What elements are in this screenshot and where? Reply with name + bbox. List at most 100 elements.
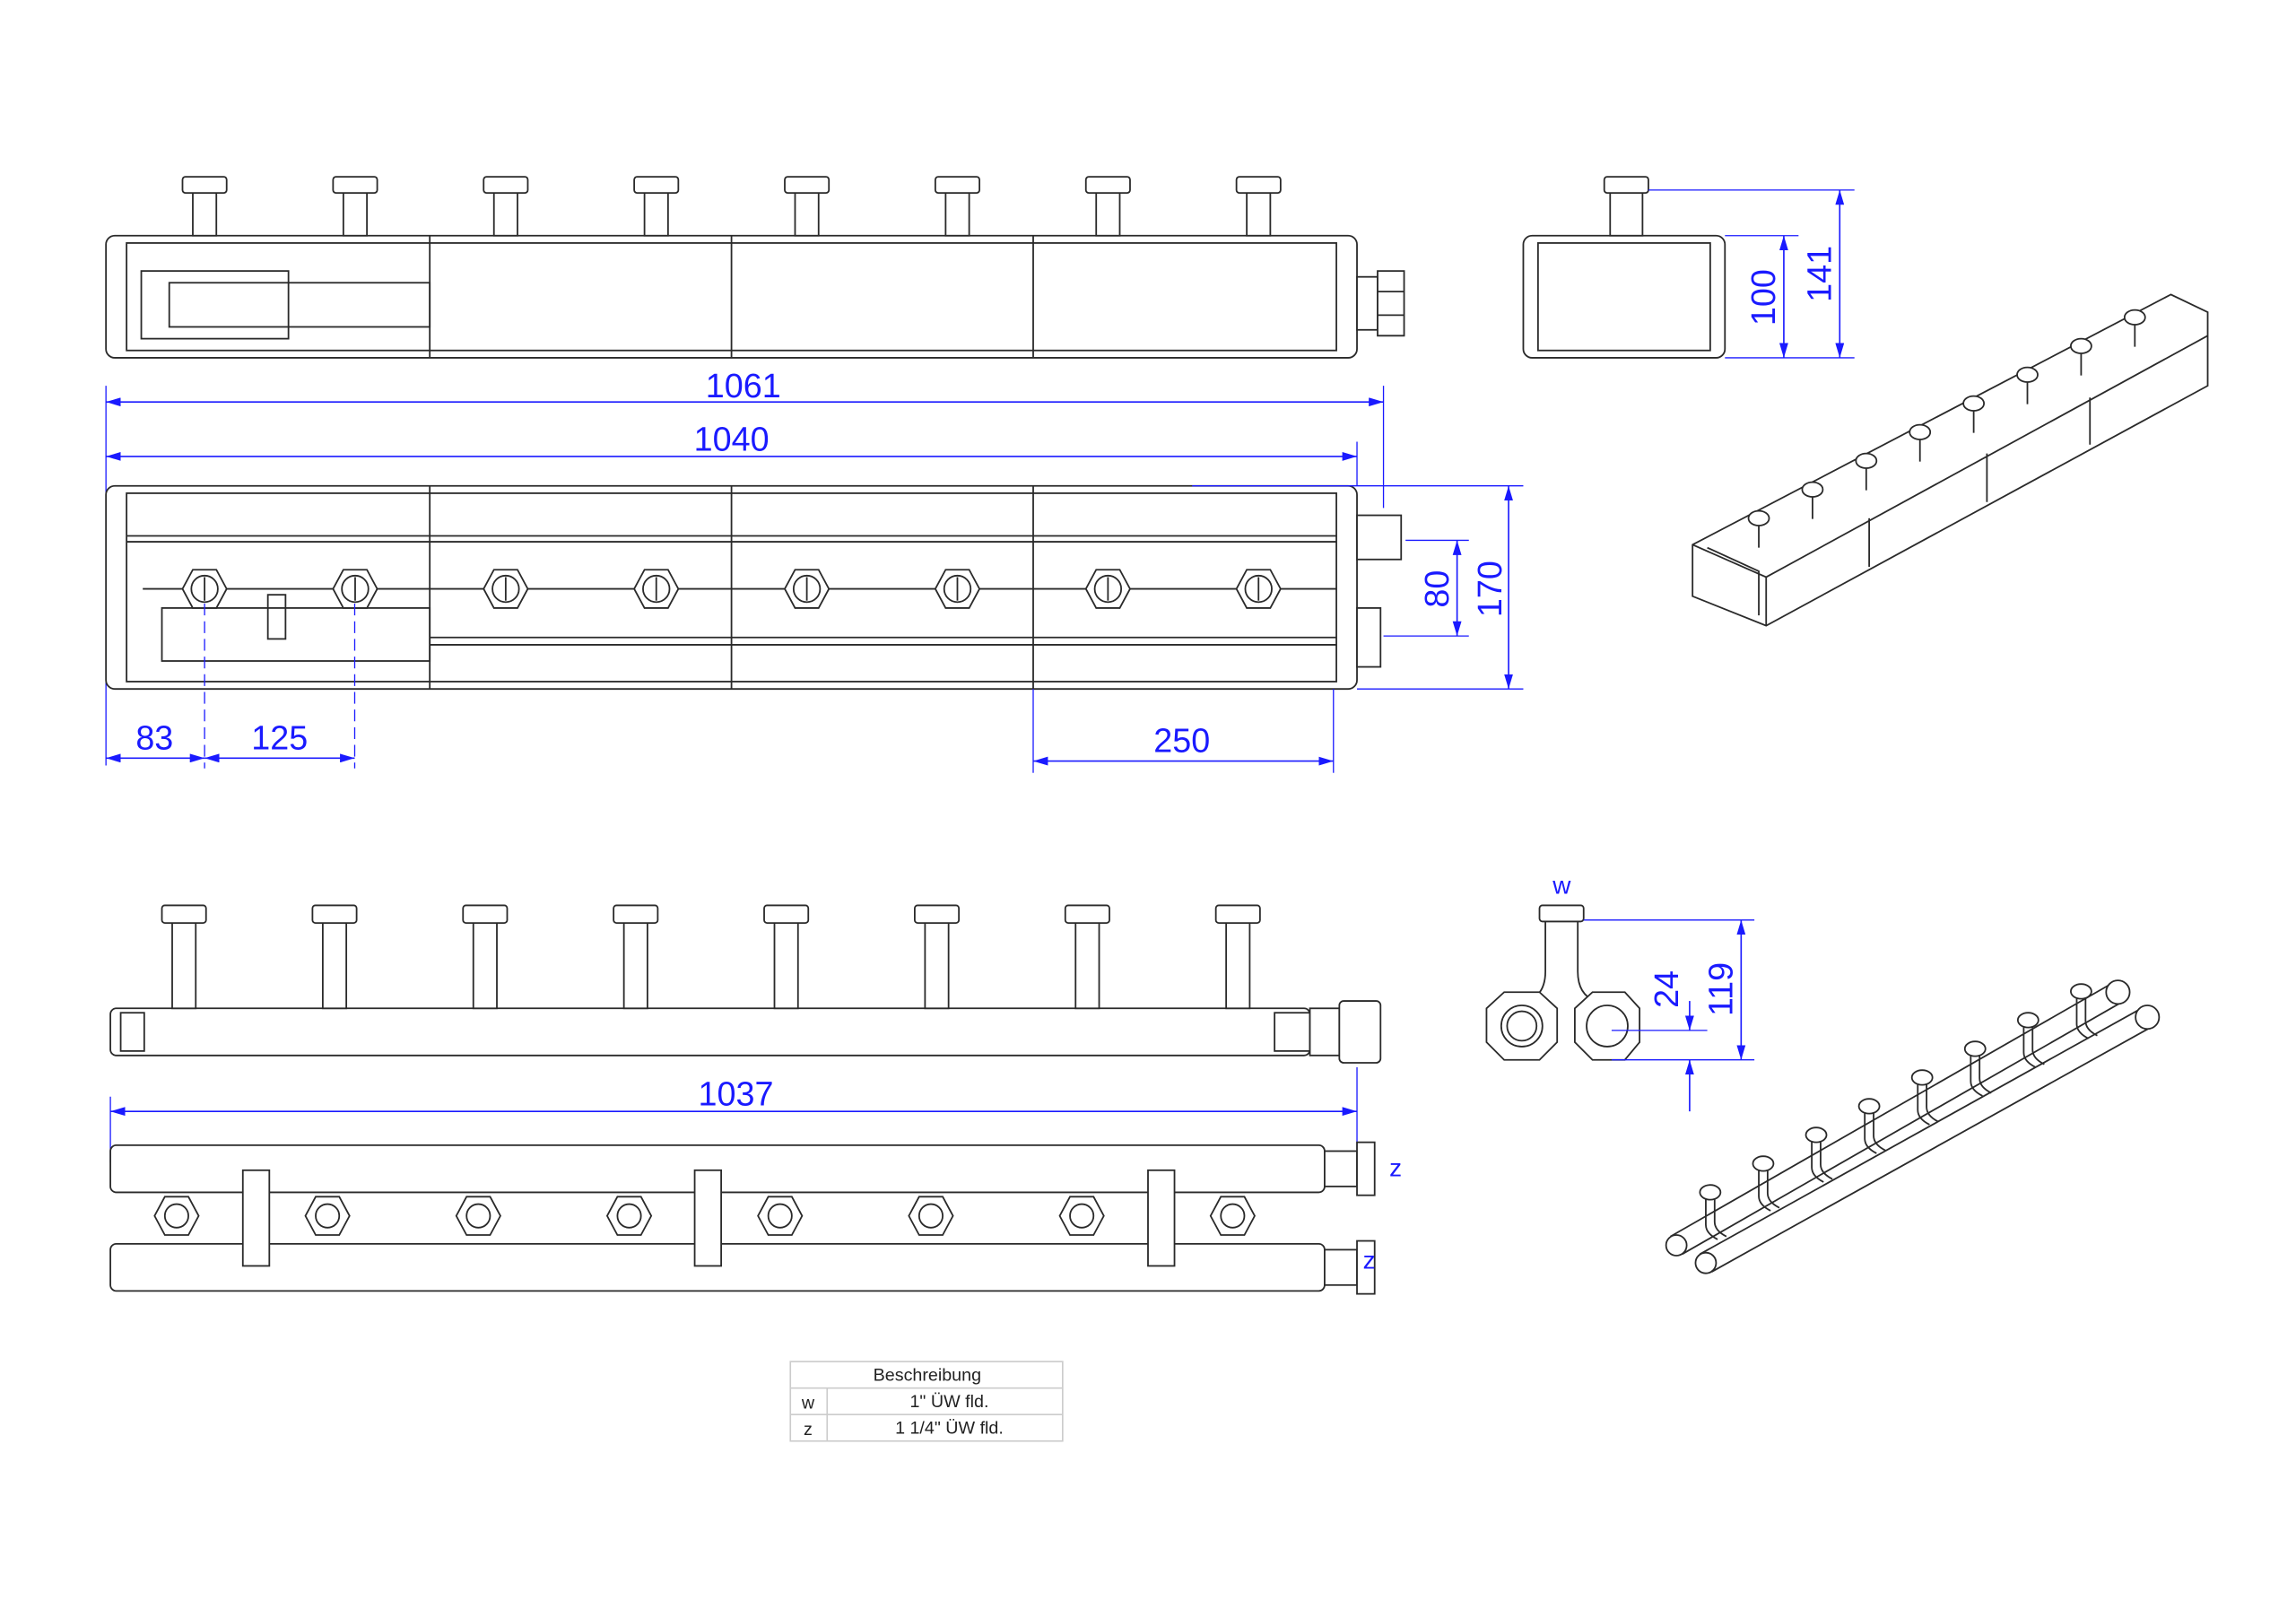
dimension-119: 119 [1701,962,1739,1016]
outlet-bore [943,574,972,604]
iso-manifold-outlet [1963,1040,1992,1097]
hex-nut-icon [1909,423,1932,440]
hex-nut-icon [1857,1098,1881,1115]
hex-nut-icon [1747,509,1770,526]
dimension-170: 170 [1471,561,1509,617]
outlet-bore [642,574,671,604]
iso-outlets [1747,309,2146,548]
hex-nut-icon [605,1196,653,1236]
stud-stem [342,192,369,237]
stud-stem [1074,922,1100,1010]
dimension-125: 125 [251,718,308,756]
outlet-stud [633,176,680,237]
dimension-section-length: 250 [1032,689,1335,773]
manifold-stud [1214,904,1261,1010]
dimension-100: 100 [1744,269,1782,326]
hex-nut-icon [462,904,509,925]
manifold-nut [304,1196,351,1236]
label-z-supply: z [1389,1153,1402,1181]
hex-nut-icon [1214,904,1261,925]
dimension-1040: 1040 [694,420,770,457]
manifold-outlet-nuts [153,1196,1256,1236]
outlet-bore [792,574,822,604]
hex-nut-icon [2123,309,2146,326]
hex-nut-icon [1962,395,1986,412]
hex-nut-icon [311,904,358,925]
hex-nut-icon [1855,452,1878,469]
top-view-insulated [105,176,1405,359]
dimension-83: 83 [135,718,173,756]
stud-stem [492,192,518,237]
front-view-insulated [105,484,1403,691]
stud-stem [622,922,648,1010]
iso-manifold-outlets [1699,983,2098,1240]
hex-nut-icon [2070,983,2092,1000]
iso-outlet [2123,309,2146,347]
outlet-bore [616,1203,642,1229]
hex-nut-icon [2016,1012,2039,1029]
hex-nut-icon [455,1196,501,1236]
stud-stem [472,922,498,1010]
iso-manifold-outlet [1857,1098,1886,1154]
outlet-nuts-front [181,569,1282,609]
iso-outlet [1747,509,1770,548]
isometric-view-manifold [1665,979,2161,1274]
outlet-stud [1084,176,1131,237]
hex-nut-icon [913,904,961,925]
outlet-nut [181,569,228,609]
outlet-bore [1220,1203,1246,1229]
iso-manifold-outlet [1805,1126,1833,1183]
hex-nut-icon [1699,1184,1722,1201]
iso-outlet [1855,452,1878,491]
hex-nut-icon [304,1196,351,1236]
outlet-nut [483,569,529,609]
outlet-stud [1235,176,1282,237]
manifold-stud [613,904,659,1010]
hex-nut-icon [934,176,981,195]
table-row-value: 1" ÜW fld. [909,1392,988,1412]
table-header: Beschreibung [874,1365,981,1385]
hex-nut-icon [613,904,659,925]
iso-stem [1864,1106,1886,1154]
outlet-bore [491,574,520,604]
label-z-return: z [1363,1247,1376,1274]
iso-outlet [1962,395,1986,433]
outlet-studs-top [181,176,1282,237]
dimension-manifold-length: 1037 [109,1066,1358,1163]
outlet-nut [1235,569,1282,609]
manifold-stud [1064,904,1110,1010]
iso-stem [1917,1077,1939,1126]
table-row-key: w [801,1394,815,1413]
outlet-bore [1069,1203,1095,1229]
outlet-nut [1084,569,1132,609]
outlet-stud [934,176,981,237]
dimension-141: 141 [1800,246,1838,302]
hex-nut-icon [1910,1069,1934,1086]
side-fitting [1356,270,1405,337]
stud-stem [643,192,669,237]
hex-nut-icon [1235,176,1282,195]
hex-nut-icon [483,176,529,195]
iso-stem [1705,1192,1727,1240]
hex-nut-icon [908,1196,954,1236]
hex-nut-icon [1752,1155,1775,1172]
side-view-manifold: w 24 119 [1485,871,1755,1112]
stud-stem [924,922,950,1010]
side-view-insulated: 100 141 [1522,176,1855,359]
hex-nut-icon [1801,481,1824,498]
hex-nut-icon [161,904,207,925]
hex-nut-icon [1064,904,1110,925]
hex-nut-icon [1084,176,1131,195]
iso-stem [2075,991,2098,1039]
outlet-bore [315,1203,341,1229]
stud-stem [794,192,820,237]
outlet-stud [784,176,831,237]
hex-nut-icon [757,1196,804,1236]
dimension-first-offset: 83 [106,604,205,769]
outlet-nut [332,569,378,609]
manifold-stud [161,904,207,1010]
stud-stem [321,922,348,1010]
stud-stem [773,922,799,1010]
hex-nut-icon [1963,1040,1987,1057]
